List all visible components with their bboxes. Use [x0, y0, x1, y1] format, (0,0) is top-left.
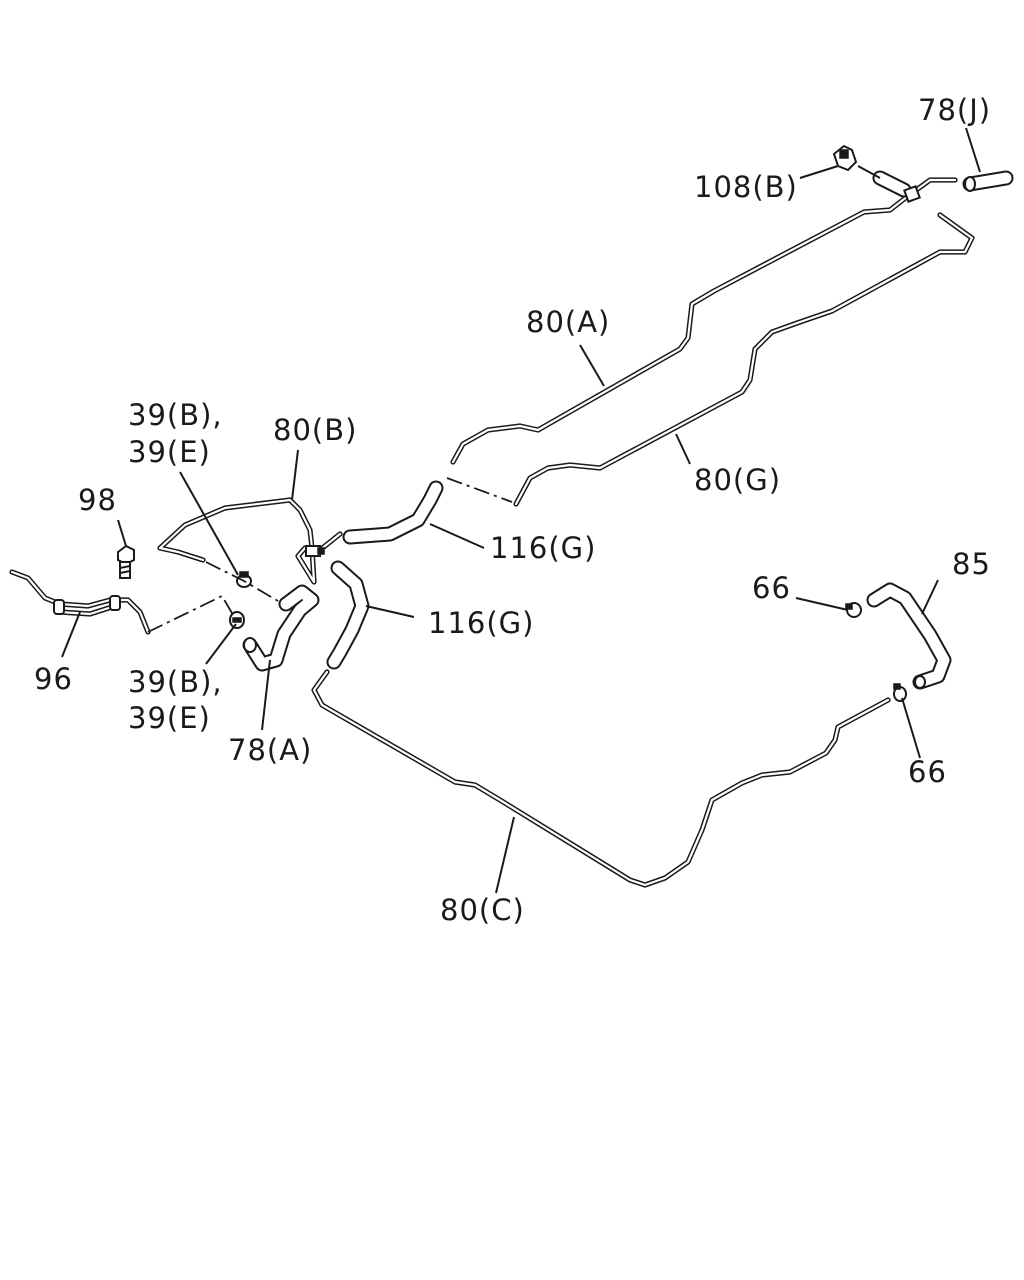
label-80g: 80(G) [694, 463, 781, 497]
label-116g-upper: 116(G) [490, 531, 596, 565]
label-85: 85 [952, 547, 991, 581]
label-96: 96 [34, 662, 73, 696]
label-80a: 80(A) [526, 305, 610, 339]
label-98: 98 [78, 483, 117, 517]
clamp-39be-upper [236, 571, 252, 588]
hose-116g-upper [342, 480, 444, 545]
leader-lines [61, 127, 981, 894]
bolt-98 [117, 544, 135, 579]
clamp-66-lower [893, 683, 907, 702]
label-66-upper: 66 [752, 571, 791, 605]
label-80b: 80(B) [273, 413, 357, 447]
label-116g-middle: 116(G) [428, 606, 534, 640]
hose-85 [866, 582, 952, 690]
label-78j: 78(J) [918, 93, 991, 127]
connector-108b [832, 144, 921, 203]
label-108b: 108(B) [694, 170, 798, 204]
callout-labels: 78(J) 108(B) 80(A) 39(B), 39(E) 80(B) 80… [34, 93, 991, 927]
pipe-80b [157, 497, 343, 585]
union-fitting [109, 595, 121, 611]
label-39be-bottom-line2: 39(E) [128, 701, 211, 735]
label-39be-bottom-line1: 39(B), [128, 665, 223, 699]
pipe-80g [513, 212, 975, 507]
label-39be-top-line1: 39(B), [128, 398, 223, 432]
union-fitting [53, 599, 65, 615]
pipe-96 [9, 569, 151, 635]
dashed-lines [147, 477, 513, 633]
pipe-80a [450, 177, 958, 465]
hose-116g-middle [326, 560, 370, 670]
label-80c: 80(C) [440, 893, 525, 927]
pipe-80c [311, 669, 891, 888]
hose-78j [962, 170, 1014, 192]
label-66-lower: 66 [908, 755, 947, 789]
hose-78a [242, 584, 320, 672]
clamp-66-upper [845, 602, 862, 618]
clamp-39be-lower [229, 611, 245, 629]
label-78a: 78(A) [228, 733, 312, 767]
label-39be-top-line2: 39(E) [128, 435, 211, 469]
clamp-junction [305, 545, 325, 557]
